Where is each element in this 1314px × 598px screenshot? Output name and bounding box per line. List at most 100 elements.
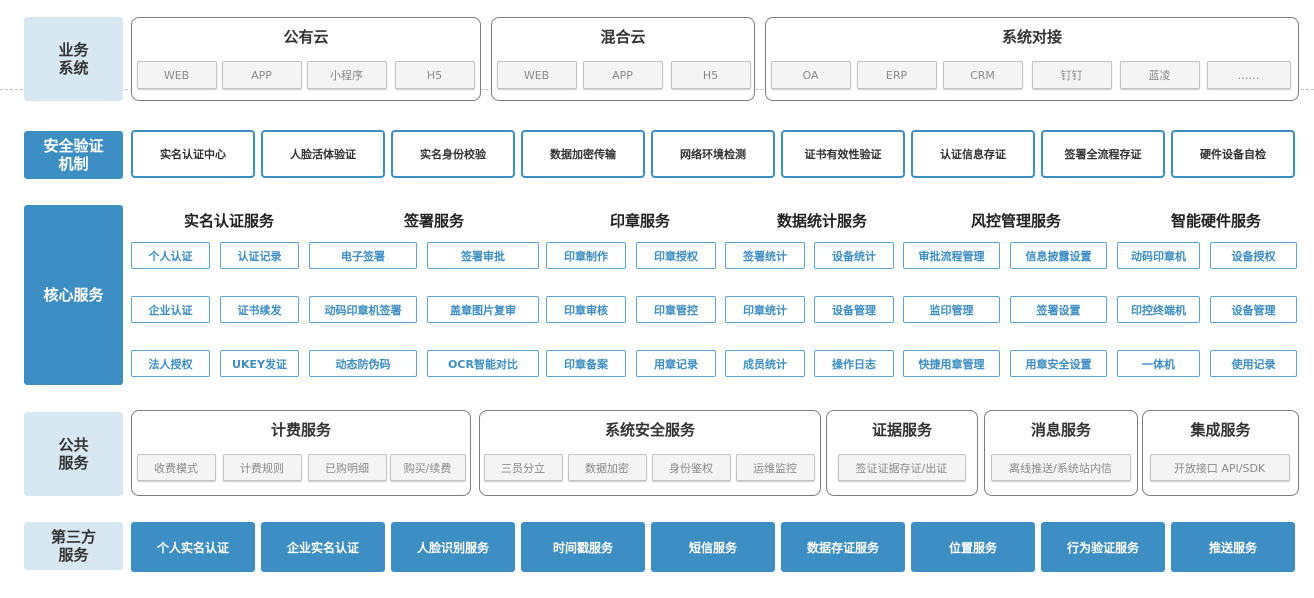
public-panel: 消息服务离线推送/系统站内信 [984, 410, 1138, 496]
public-panel: 集成服务开放接口 API/SDK [1142, 410, 1299, 496]
core-service-cell: 签署审批 [427, 242, 539, 269]
business-item: H5 [670, 61, 751, 89]
security-item: 数据加密传输 [521, 130, 645, 178]
core-category-title: 智能硬件服务 [1170, 212, 1261, 230]
business-item: OA [770, 61, 851, 89]
public-item: 计费规则 [222, 454, 302, 481]
core-category-title: 风控管理服务 [970, 212, 1061, 230]
security-item: 网络环境检测 [651, 130, 775, 178]
third-party-service: 短信服务 [651, 522, 775, 572]
core-service-cell: 动码印章机 [1117, 242, 1200, 269]
core-service-cell: UKEY发证 [220, 350, 299, 377]
row-label-business: 业务 系统 [24, 17, 123, 101]
public-item: 购买/续费 [389, 454, 466, 481]
core-category-title: 印章服务 [609, 212, 670, 230]
third-party-service: 个人实名认证 [131, 522, 255, 572]
public-panel-title: 计费服务 [270, 421, 331, 439]
business-item: APP [582, 61, 663, 89]
public-panel-title: 消息服务 [1030, 421, 1091, 439]
core-service-cell: 设备管理 [814, 296, 894, 323]
security-item: 人脸活体验证 [261, 130, 385, 178]
security-item: 认证信息存证 [911, 130, 1035, 178]
public-item: 已购明细 [307, 454, 387, 481]
security-item: 硬件设备自检 [1171, 130, 1295, 178]
public-item: 三员分立 [483, 454, 563, 481]
core-category-title: 数据统计服务 [776, 212, 867, 230]
business-panel-title: 系统对接 [1001, 28, 1062, 46]
core-category-title: 签署服务 [403, 212, 464, 230]
public-item: 开放接口 API/SDK [1149, 454, 1290, 481]
public-panel-title: 系统安全服务 [604, 421, 695, 439]
public-item: 签证证据存证/出证 [837, 454, 966, 481]
core-service-cell: 企业认证 [131, 296, 210, 323]
core-service-cell: 法人授权 [131, 350, 210, 377]
core-service-cell: 设备管理 [1210, 296, 1297, 323]
public-panel: 计费服务收费模式计费规则已购明细购买/续费 [131, 410, 471, 496]
security-item: 实名身份校验 [391, 130, 515, 178]
third-party-service: 时间戳服务 [521, 522, 645, 572]
business-item: WEB [136, 61, 217, 89]
core-service-cell: 用章安全设置 [1010, 350, 1107, 377]
security-item: 证书有效性验证 [781, 130, 905, 178]
core-service-cell: 信息披露设置 [1010, 242, 1107, 269]
core-service-cell: 盖章图片复审 [427, 296, 539, 323]
security-item: 实名认证中心 [131, 130, 255, 178]
core-service-cell: 设备授权 [1210, 242, 1297, 269]
core-service-cell: 印章制作 [546, 242, 626, 269]
security-item: 签署全流程存证 [1041, 130, 1165, 178]
public-panel: 系统安全服务三员分立数据加密身份鉴权运维监控 [479, 410, 821, 496]
core-service-cell: 印章备案 [546, 350, 626, 377]
row-label-third: 第三方 服务 [24, 522, 123, 570]
core-service-cell: 证书续发 [220, 296, 299, 323]
business-item: CRM [942, 61, 1023, 89]
third-party-service: 推送服务 [1171, 522, 1295, 572]
business-item: 蓝凌 [1119, 61, 1200, 89]
core-service-cell: 印章统计 [725, 296, 805, 323]
row-label-security: 安全验证 机制 [24, 131, 123, 179]
row-label-public: 公共 服务 [24, 412, 123, 496]
row-label-core: 核心服务 [24, 205, 123, 385]
business-panel-title: 公有云 [283, 28, 329, 46]
business-item: 小程序 [306, 61, 387, 89]
public-panel-title: 集成服务 [1190, 421, 1251, 439]
core-service-cell: 签署设置 [1010, 296, 1107, 323]
public-panel-title: 证据服务 [871, 421, 932, 439]
core-service-cell: 审批流程管理 [903, 242, 1000, 269]
business-item: APP [221, 61, 302, 89]
business-item: WEB [496, 61, 577, 89]
business-item: H5 [394, 61, 475, 89]
core-service-cell: 印章审核 [546, 296, 626, 323]
public-item: 离线推送/系统站内信 [990, 454, 1131, 481]
business-item: ERP [856, 61, 937, 89]
core-service-cell: 用章记录 [636, 350, 716, 377]
core-service-cell: 设备统计 [814, 242, 894, 269]
public-panel: 证据服务签证证据存证/出证 [826, 410, 978, 496]
core-service-cell: 印控终端机 [1117, 296, 1200, 323]
public-item: 数据加密 [567, 454, 647, 481]
core-service-cell: 电子签署 [309, 242, 417, 269]
third-party-service: 数据存证服务 [781, 522, 905, 572]
core-service-cell: 监印管理 [903, 296, 1000, 323]
core-service-cell: 个人认证 [131, 242, 210, 269]
core-service-cell: 签署统计 [725, 242, 805, 269]
core-service-cell: 一体机 [1117, 350, 1200, 377]
core-service-cell: OCR智能对比 [427, 350, 539, 377]
core-service-cell: 动态防伪码 [309, 350, 417, 377]
public-item: 运维监控 [735, 454, 815, 481]
business-item: …… [1206, 61, 1291, 89]
third-party-service: 位置服务 [911, 522, 1035, 572]
core-category-title: 实名认证服务 [183, 212, 274, 230]
core-service-cell: 使用记录 [1210, 350, 1297, 377]
core-service-cell: 成员统计 [725, 350, 805, 377]
third-party-service: 人脸识别服务 [391, 522, 515, 572]
public-item: 身份鉴权 [651, 454, 731, 481]
public-item: 收费模式 [136, 454, 216, 481]
core-service-cell: 动码印章机签署 [309, 296, 417, 323]
core-service-cell: 操作日志 [814, 350, 894, 377]
business-item: 钉钉 [1031, 61, 1112, 89]
core-service-cell: 印章管控 [636, 296, 716, 323]
core-service-cell: 认证记录 [220, 242, 299, 269]
third-party-service: 企业实名认证 [261, 522, 385, 572]
